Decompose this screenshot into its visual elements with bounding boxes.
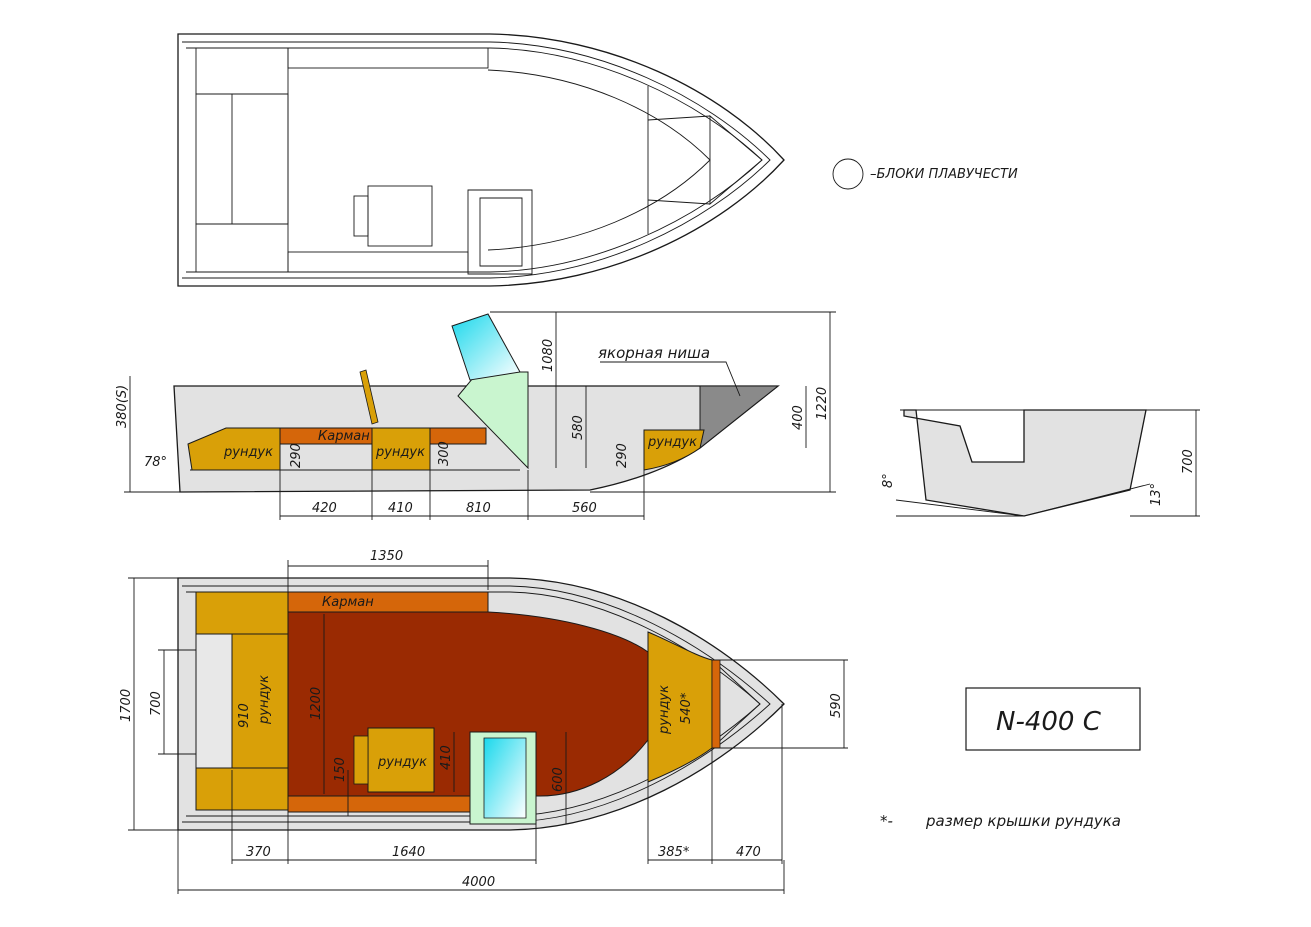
section-angle-8: 8° <box>881 473 896 488</box>
side-dim-580: 580 <box>571 415 586 440</box>
flotation-block-side-bottom <box>287 251 469 273</box>
flotation-legend-icon <box>832 158 864 190</box>
section-angle-13: 13° <box>1149 483 1164 506</box>
side-dim-810: 810 <box>466 501 491 516</box>
plan-dim-470: 470 <box>736 845 761 860</box>
flotation-block-side-top <box>287 47 489 69</box>
lid-note-text: размер крышки рундука <box>925 812 1121 830</box>
side-dim-410: 410 <box>388 501 413 516</box>
plan-dim-1640: 1640 <box>392 845 425 860</box>
side-angle-78: 78° <box>144 455 167 470</box>
side-dim-290b: 290 <box>615 443 630 468</box>
side-windshield-glass <box>451 313 521 381</box>
plan-dim-1350: 1350 <box>370 549 403 564</box>
tiller-handle-icon <box>359 369 379 425</box>
plan-dim-1700: 1700 <box>119 689 134 722</box>
plan-dim-700: 700 <box>149 691 164 716</box>
top-hull-outline <box>177 33 785 287</box>
plan-dim-4000: 4000 <box>462 875 495 890</box>
side-storage-front-label: рундук <box>647 435 697 450</box>
side-dim-300: 300 <box>437 441 452 466</box>
side-storage-rear <box>187 427 281 471</box>
plan-seat <box>367 727 435 793</box>
plan-storage-front-label: рундук <box>657 685 672 735</box>
model-name: N-400 C <box>996 707 1102 737</box>
flotation-block-rear-bottom <box>195 223 289 273</box>
lid-note-mark: *- <box>880 812 893 830</box>
plan-pocket-label: Карман <box>322 595 374 610</box>
section-view: 700 8° 13° <box>881 409 1200 517</box>
side-storage-middle <box>371 427 431 471</box>
plan-dim-410: 410 <box>439 745 454 770</box>
plan-view: Карман рундук рундук рундук 540* 1350 17… <box>119 549 848 894</box>
plan-pocket <box>287 591 489 613</box>
section-dim-700: 700 <box>1181 449 1196 474</box>
legend: –БЛОКИ ПЛАВУЧЕСТИ <box>832 158 1018 190</box>
side-view: якорная ниша рундук рундук рундук Карман… <box>115 311 836 520</box>
side-storage-front <box>643 429 705 471</box>
plan-seat-label: рундук <box>377 755 427 770</box>
anchor-niche-area <box>699 385 780 450</box>
plan-dim-540: 540* <box>679 692 694 724</box>
plan-dim-590: 590 <box>829 693 844 718</box>
flotation-legend-label: –БЛОКИ ПЛАВУЧЕСТИ <box>870 167 1018 182</box>
side-storage-rear-label: рундук <box>223 445 273 460</box>
plan-dim-370: 370 <box>246 845 271 860</box>
plan-dim-150: 150 <box>333 757 348 782</box>
side-storage-middle-label: рундук <box>375 445 425 460</box>
section-hull <box>903 409 1147 517</box>
side-dim-1080: 1080 <box>541 339 556 372</box>
side-dim-420: 420 <box>312 501 337 516</box>
top-windshield <box>467 189 533 275</box>
anchor-niche-label: якорная ниша <box>598 344 710 362</box>
side-dim-1220: 1220 <box>815 387 830 420</box>
plan-dim-910: 910 <box>237 703 252 728</box>
side-dim-560: 560 <box>572 501 597 516</box>
plan-dim-600: 600 <box>551 767 566 792</box>
flotation-block-bow <box>709 115 763 205</box>
lid-note: *- размер крышки рундука <box>880 812 1121 830</box>
side-dim-290a: 290 <box>289 443 304 468</box>
plan-storage-rear-label: рундук <box>257 675 272 725</box>
top-view <box>177 33 785 287</box>
plan-dim-1200: 1200 <box>309 687 324 720</box>
side-dim-400: 400 <box>791 405 806 430</box>
flotation-block-rear-top <box>195 47 289 95</box>
side-dim-380s: 380(S) <box>115 385 130 428</box>
model-box: N-400 C <box>965 687 1141 751</box>
plan-dim-385: 385* <box>658 845 690 860</box>
plan-windshield-glass <box>483 737 527 819</box>
top-console-seat <box>367 185 433 247</box>
side-pocket-label: Карман <box>318 429 370 444</box>
